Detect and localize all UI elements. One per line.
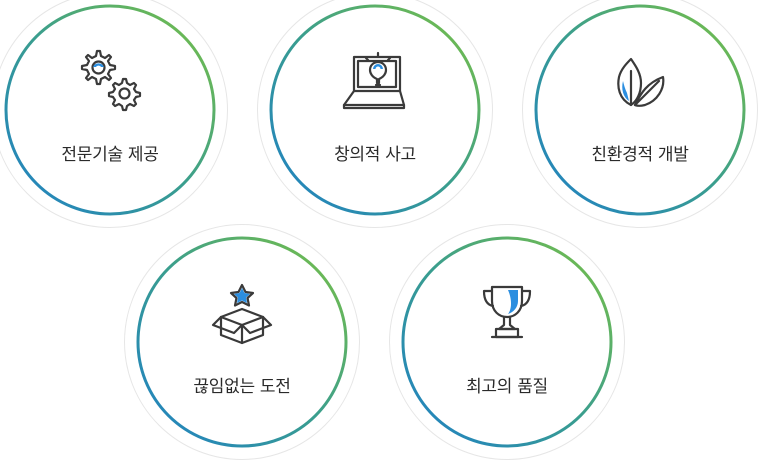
gradient-ring — [269, 4, 481, 216]
box-star-icon — [211, 283, 273, 345]
feature-label: 최고의 품질 — [466, 377, 548, 397]
feature-creativity: 창의적 사고 — [257, 0, 493, 228]
gradient-ring — [534, 4, 746, 216]
feature-eco: 친환경적 개발 — [522, 0, 758, 228]
feature-challenge: 끊임없는 도전 — [124, 224, 360, 460]
gradient-ring — [4, 4, 216, 216]
feature-label: 전문기술 제공 — [61, 145, 159, 165]
trophy-icon — [482, 285, 532, 339]
feature-label: 창의적 사고 — [334, 145, 416, 165]
leaves-icon — [617, 57, 665, 107]
laptop-lightbulb-icon — [342, 51, 406, 110]
gradient-ring — [401, 236, 613, 448]
feature-quality: 최고의 품질 — [389, 224, 625, 460]
feature-expertise: 전문기술 제공 — [0, 0, 228, 228]
feature-label: 친환경적 개발 — [591, 145, 689, 165]
feature-label: 끊임없는 도전 — [193, 377, 291, 397]
gears-icon — [80, 49, 142, 112]
